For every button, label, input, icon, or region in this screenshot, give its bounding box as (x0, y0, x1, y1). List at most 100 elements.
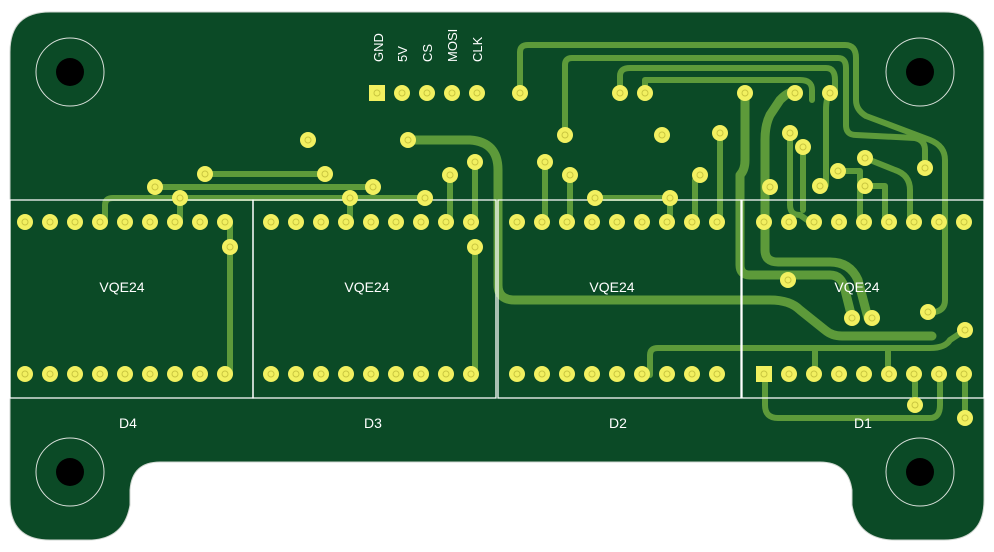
module-designator-d4: D4 (119, 415, 137, 431)
module-designator-d2: D2 (609, 415, 627, 431)
pad-drill (663, 370, 671, 378)
pad-drill (471, 243, 479, 251)
pad-drill (616, 89, 624, 97)
pad-drill (538, 370, 546, 378)
module-outlines (9, 199, 985, 399)
module-part-label: VQE24 (99, 279, 144, 295)
pad-drill (467, 370, 475, 378)
pad-drill (613, 218, 621, 226)
pad-drill (835, 218, 843, 226)
mounting-hole-top-left (56, 58, 84, 86)
pad-drill (373, 89, 381, 97)
pad-drill (816, 182, 824, 190)
mounting-hole-top-right (906, 58, 934, 86)
pad-drill (342, 370, 350, 378)
pad-drill (71, 370, 79, 378)
pad-drill (121, 370, 129, 378)
module-designator-d1: D1 (854, 415, 872, 431)
pad-drill (716, 129, 724, 137)
copper-traces (102, 42, 968, 421)
pad-drill (467, 218, 475, 226)
pad-drill (513, 218, 521, 226)
pad-drill (696, 171, 704, 179)
mounting-hole-bottom-left (56, 458, 84, 486)
pad-drill (292, 218, 300, 226)
pad-drill (151, 183, 159, 191)
pad-drill (304, 136, 312, 144)
pad-drill (317, 218, 325, 226)
pad-drill (810, 218, 818, 226)
pad-drill (367, 218, 375, 226)
pad-drill (196, 218, 204, 226)
pad-drill (791, 89, 799, 97)
module-part-label: VQE24 (834, 279, 879, 295)
pad-drill (638, 370, 646, 378)
pad-drill (404, 136, 412, 144)
pad-drill (96, 370, 104, 378)
pad-drill (613, 370, 621, 378)
pad-drill (513, 370, 521, 378)
pad-drill (171, 370, 179, 378)
pad-drill (566, 171, 574, 179)
pad-drill (171, 218, 179, 226)
module-outline (741, 199, 985, 399)
mounting-hole-ring-top-right (885, 37, 955, 107)
pad-drill (785, 218, 793, 226)
module-outline (252, 199, 497, 399)
pad-drill (834, 167, 842, 175)
pad-drill (423, 89, 431, 97)
pad-drill (516, 89, 524, 97)
pad-drill (861, 154, 869, 162)
pad-drill (760, 218, 768, 226)
pad-drill (471, 158, 479, 166)
pad-drill (421, 194, 429, 202)
pad-drill (563, 370, 571, 378)
pad-drill (666, 194, 674, 202)
pad-drill (226, 243, 234, 251)
pad-drill (221, 218, 229, 226)
pad-drill (921, 164, 929, 172)
pad-drill (786, 129, 794, 137)
header-label-cs: CS (420, 44, 435, 62)
pad-drill (96, 218, 104, 226)
header-label-gnd: GND (371, 33, 386, 62)
pad-drill (563, 218, 571, 226)
pad-drill (196, 370, 204, 378)
pad-drill (848, 314, 856, 322)
pad-drill (688, 370, 696, 378)
module-labels: VQE24 VQE24 VQE24 VQE24 D4 D3 D2 D1 (99, 279, 879, 431)
pad-drill (176, 194, 184, 202)
pad-drill (861, 182, 869, 190)
mounting-hole-bottom-right (906, 458, 934, 486)
pad-drill (146, 370, 154, 378)
pad-drill (221, 370, 229, 378)
header-label-mosi: MOSI (445, 29, 460, 62)
pad-drill (201, 170, 209, 178)
pad-drill (473, 89, 481, 97)
pad-drill (292, 370, 300, 378)
pad-drill (638, 218, 646, 226)
pad-drill (46, 370, 54, 378)
pad-drill (588, 370, 596, 378)
pad-drill (799, 143, 807, 151)
module-designator-d3: D3 (364, 415, 382, 431)
pad-drill (321, 170, 329, 178)
pad-drill (885, 370, 893, 378)
pad-drill (342, 218, 350, 226)
pad-drill (392, 218, 400, 226)
header-labels: GND 5V CS MOSI CLK (371, 29, 485, 62)
pad-drill (860, 370, 868, 378)
pad-drill (317, 370, 325, 378)
pad-drill (442, 218, 450, 226)
pad-drill (591, 194, 599, 202)
module-outline (497, 199, 742, 399)
pad-drill (860, 218, 868, 226)
pad-drill (960, 218, 968, 226)
mounting-holes (35, 37, 955, 507)
header-label-clk: CLK (470, 36, 485, 62)
pad-drill (641, 89, 649, 97)
pad-drill (658, 131, 666, 139)
pad-drill (810, 370, 818, 378)
